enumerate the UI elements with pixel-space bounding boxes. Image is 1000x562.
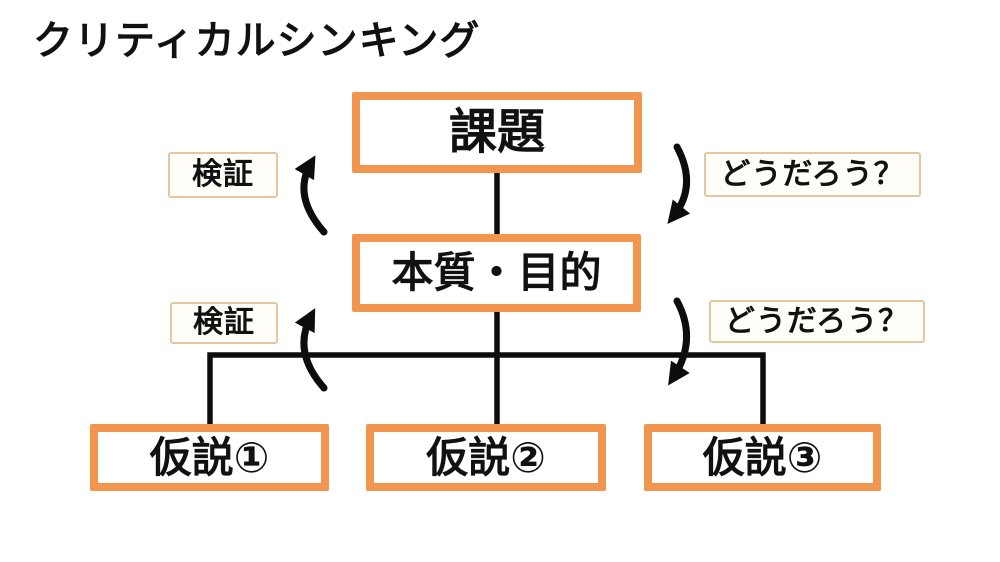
question-tag-top-label: どうだろう？ (720, 157, 905, 191)
essence-purpose-label: 本質・目的 (391, 249, 602, 296)
hypothesis-1-label: 仮説① (149, 433, 270, 481)
hypothesis-box-1: 仮説① (90, 424, 329, 491)
hypothesis-3-label: 仮説③ (702, 433, 823, 481)
verify-tag-bottom-label: 検証 (193, 306, 255, 339)
essence-purpose-box: 本質・目的 (352, 234, 641, 312)
question-tag-top: どうだろう？ (704, 152, 921, 197)
verify-tag-bottom: 検証 (170, 302, 278, 344)
up-arrow-verify-bottom (294, 308, 328, 392)
verify-tag-top-label: 検証 (192, 158, 254, 191)
question-tag-bottom-label: どうだろう？ (724, 304, 910, 338)
down-arrow-question-top (667, 143, 691, 224)
task-box: 課題 (352, 92, 642, 173)
up-arrow-verify-top (294, 155, 328, 236)
hypothesis-2-label: 仮説② (426, 433, 546, 481)
verify-tag-top: 検証 (168, 152, 278, 198)
task-box-label: 課題 (448, 105, 545, 159)
down-arrow-question-bottom (668, 297, 690, 386)
line-branch-left-right (207, 352, 766, 426)
page-title: クリティカルシンキング (33, 19, 481, 63)
question-tag-bottom: どうだろう？ (709, 300, 925, 343)
hypothesis-box-3: 仮説③ (644, 424, 881, 491)
hypothesis-box-2: 仮説② (366, 424, 606, 491)
